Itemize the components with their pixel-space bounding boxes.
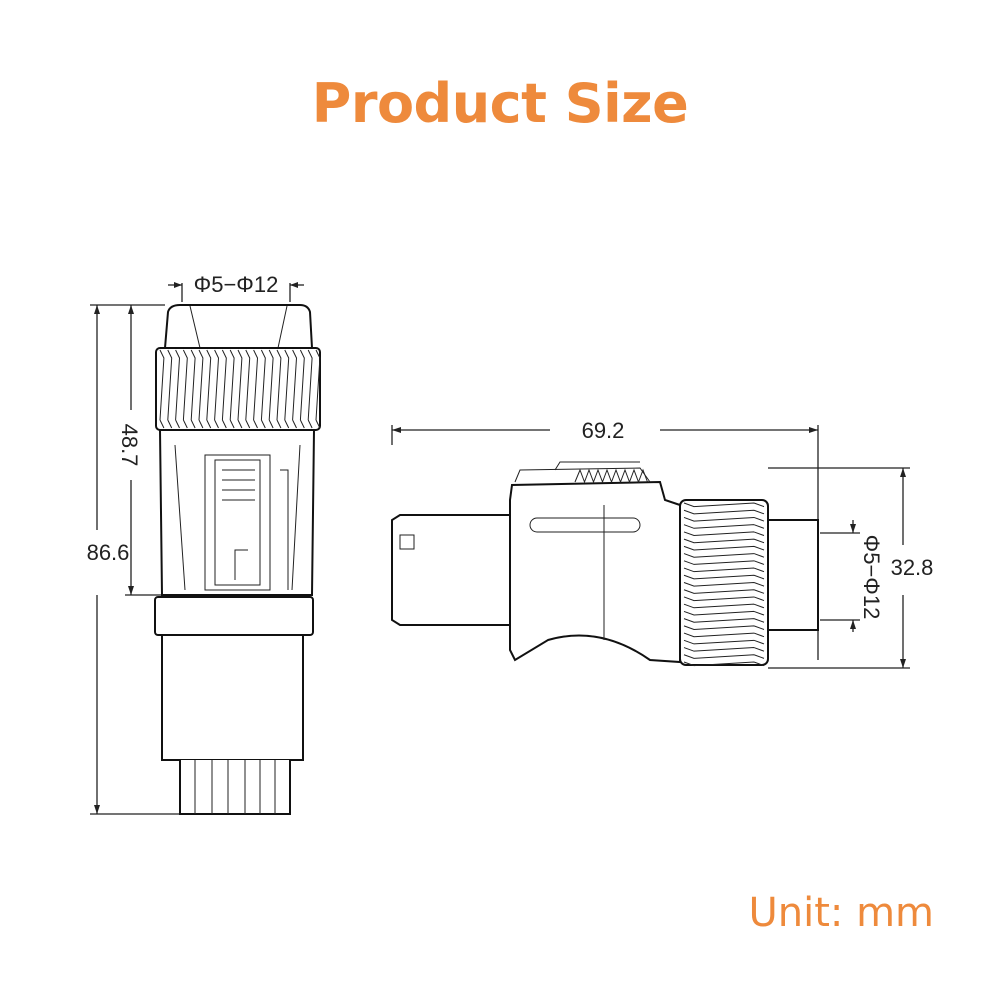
front-body-height-label: 48.7 xyxy=(117,424,142,467)
knurl-lines xyxy=(159,349,321,429)
front-view: Φ5−Φ12 86.6 48.7 xyxy=(87,272,321,815)
knurl-lines xyxy=(683,502,765,667)
side-cable-diameter-label: Φ5−Φ12 xyxy=(859,535,884,620)
side-ridge xyxy=(574,468,648,484)
side-view: 69.2 32.8 Φ5−Φ12 xyxy=(391,418,934,669)
side-length-label: 69.2 xyxy=(582,418,625,443)
side-outer-diameter-label: 32.8 xyxy=(891,555,934,580)
page-title: Product Size xyxy=(311,72,689,135)
unit-label: Unit: mm xyxy=(748,890,934,936)
side-knurl xyxy=(683,502,765,667)
ridge-teeth xyxy=(574,468,648,484)
front-knurl xyxy=(159,349,321,429)
front-top-diameter-label: Φ5−Φ12 xyxy=(194,272,279,297)
front-total-height-label: 86.6 xyxy=(87,540,130,565)
